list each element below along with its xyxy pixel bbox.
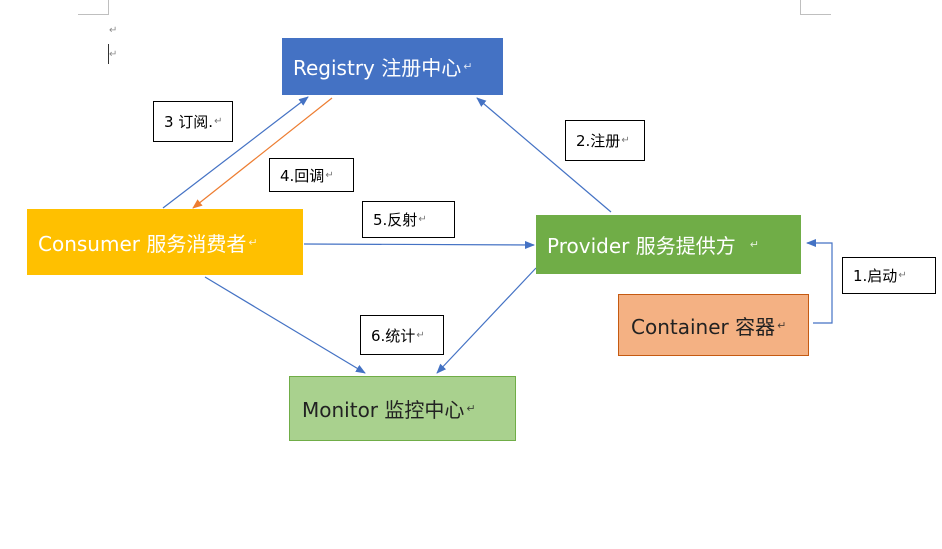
node-registry-label: Registry 注册中心 <box>293 56 462 80</box>
arrow-start <box>806 239 833 324</box>
node-provider-label: Provider 服务提供方 <box>547 234 736 258</box>
edge-label-reflect-text: 5.反射 <box>373 211 418 229</box>
arrow-register <box>476 97 612 213</box>
node-registry: Registry 注册中心↵ <box>282 38 503 95</box>
text-cursor <box>108 44 109 64</box>
node-monitor-label: Monitor 监控中心 <box>302 398 465 422</box>
edge-label-register: 2.注册↵ <box>565 120 645 161</box>
node-container: Container 容器↵ <box>618 294 809 356</box>
edge-label-register-text: 2.注册 <box>576 132 621 150</box>
arrow-subscribe <box>162 96 309 209</box>
paragraph-mark: ↵ <box>777 318 787 332</box>
arrow-stats-consumer <box>204 276 366 374</box>
paragraph-mark: ↵ <box>109 25 118 36</box>
page-corner-mark-right <box>800 0 831 15</box>
edge-label-stats: 6.统计↵ <box>360 315 444 355</box>
paragraph-mark: ↵ <box>109 49 118 60</box>
edge-label-start-text: 1.启动 <box>853 267 898 285</box>
paragraph-mark: ↵ <box>416 329 425 341</box>
edge-label-reflect: 5.反射↵ <box>362 201 455 238</box>
paragraph-mark: ↵ <box>463 60 473 73</box>
edge-label-subscribe: 3 订阅.↵ <box>153 101 233 142</box>
node-container-label: Container 容器 <box>631 314 776 339</box>
node-consumer-label: Consumer 服务消费者 <box>38 231 247 256</box>
paragraph-mark: ↵ <box>325 169 334 181</box>
paragraph-mark: ↵ <box>466 402 476 415</box>
edge-label-start: 1.启动↵ <box>842 257 936 294</box>
arrow-stats-provider <box>436 267 537 374</box>
paragraph-mark: ↵ <box>248 235 258 249</box>
node-consumer: Consumer 服务消费者↵ <box>27 209 303 275</box>
arrow-callback <box>192 97 333 209</box>
arrow-reflect <box>303 240 535 249</box>
edge-label-subscribe-text: 3 订阅. <box>164 113 214 131</box>
paragraph-mark: ↵ <box>898 270 907 281</box>
edge-label-callback: 4.回调↵ <box>269 158 354 192</box>
paragraph-mark: ↵ <box>749 238 759 251</box>
paragraph-mark: ↵ <box>214 116 223 127</box>
node-provider: Provider 服务提供方 ↵ <box>536 215 801 274</box>
node-monitor: Monitor 监控中心↵ <box>289 376 516 441</box>
edge-label-stats-text: 6.统计 <box>371 326 416 345</box>
edge-label-callback-text: 4.回调 <box>280 166 325 185</box>
paragraph-mark: ↵ <box>621 135 630 146</box>
page-corner-mark-left <box>78 0 109 15</box>
paragraph-mark: ↵ <box>418 214 427 225</box>
